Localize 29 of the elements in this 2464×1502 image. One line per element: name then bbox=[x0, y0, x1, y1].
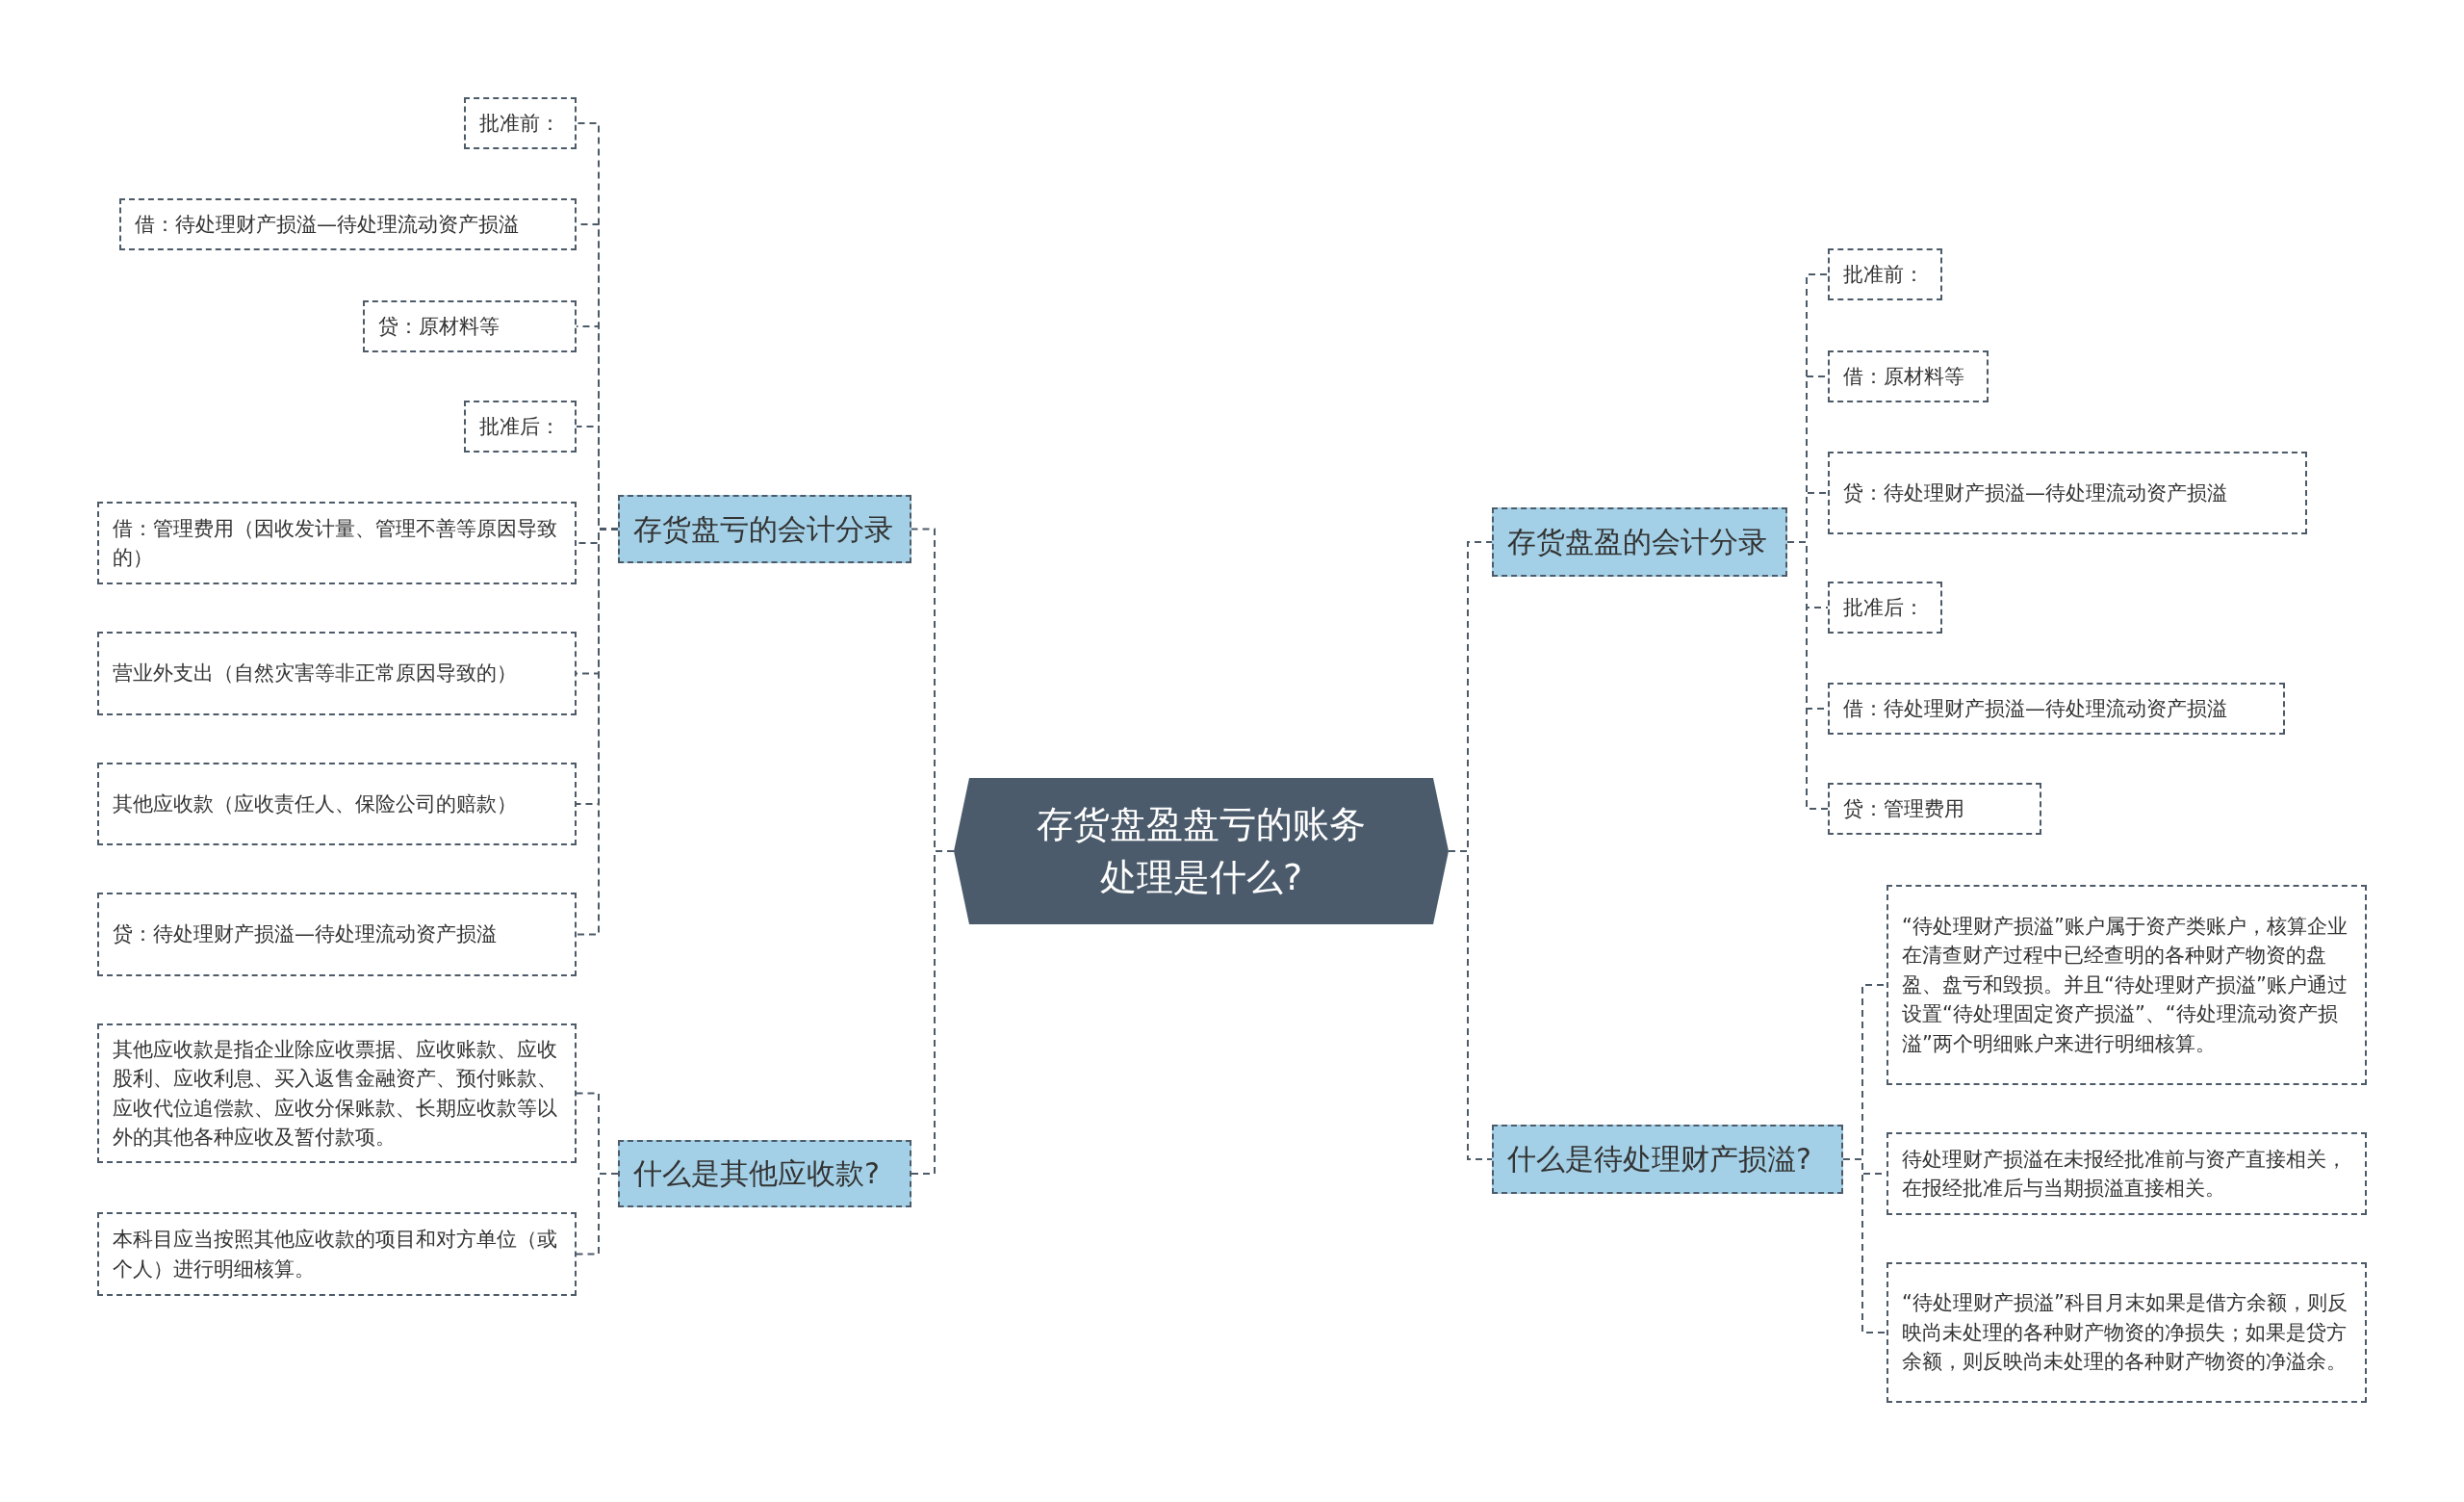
connector-line bbox=[911, 850, 955, 1175]
connector-line bbox=[1842, 1158, 1887, 1334]
note-box: 借：原材料等 bbox=[1828, 350, 1989, 402]
note-box: 借：待处理财产损溢—待处理流动资产损溢 bbox=[119, 198, 577, 250]
topic-box: 存货盘盈的会计分录 bbox=[1492, 507, 1787, 577]
note-box: 其他应收款是指企业除应收票据、应收账款、应收股利、应收利息、买入返售金融资产、预付账款、应收代位追偿款、应收分保账款、长期应收款等以外的其他各种应收及暂付款项。 bbox=[97, 1023, 577, 1163]
note-box: 贷：管理费用 bbox=[1828, 783, 2041, 835]
note-box: 借：管理费用（因收发计量、管理不善等原因导致的） bbox=[97, 502, 577, 584]
note-box: 其他应收款（应收责任人、保险公司的赔款） bbox=[97, 763, 577, 845]
connector-line bbox=[576, 1173, 619, 1256]
note-box: 批准前： bbox=[464, 97, 577, 149]
note-box: 批准后： bbox=[1828, 582, 1942, 634]
topic-box: 存货盘亏的会计分录 bbox=[618, 495, 911, 563]
note-box: 贷：待处理财产损溢—待处理流动资产损溢 bbox=[1828, 452, 2307, 534]
note-box: 批准后： bbox=[464, 401, 577, 453]
topic-box: 什么是待处理财产损溢? bbox=[1492, 1125, 1843, 1194]
note-box: 营业外支出（自然灾害等非正常原因导致的） bbox=[97, 632, 577, 715]
note-box: 贷：原材料等 bbox=[363, 300, 577, 352]
topic-hexagon: 存货盘盈盘亏的账务处理是什么? bbox=[954, 778, 1449, 924]
note-box: 本科目应当按照其他应收款的项目和对方单位（或个人）进行明细核算。 bbox=[97, 1212, 577, 1296]
note-box: 待处理财产损溢在未报经批准前与资产直接相关，在报经批准后与当期损溢直接相关。 bbox=[1886, 1132, 2367, 1215]
topic-box: 什么是其他应收款? bbox=[618, 1140, 911, 1207]
note-box: 批准前： bbox=[1828, 248, 1942, 300]
note-box: “待处理财产损溢”账户属于资产类账户，核算企业在清查财产过程中已经查明的各种财产物资的盘盈、盘亏和毁损。并且“待处理财产损溢”账户通过设置“待处理固定资产损溢”、“待处理流动资产损溢”两个明细账户来进行明细核算。 bbox=[1886, 885, 2367, 1085]
connector-line bbox=[1448, 850, 1493, 1160]
connector-line bbox=[1786, 541, 1829, 810]
note-box: “待处理财产损溢”科目月末如果是借方余额，则反映尚未处理的各种财产物资的净损失；如果是贷方余额，则反映尚未处理的各种财产物资的净溢余。 bbox=[1886, 1262, 2367, 1403]
note-box: 借：待处理财产损溢—待处理流动资产损溢 bbox=[1828, 683, 2285, 735]
note-box: 贷：待处理财产损溢—待处理流动资产损溢 bbox=[97, 893, 577, 976]
